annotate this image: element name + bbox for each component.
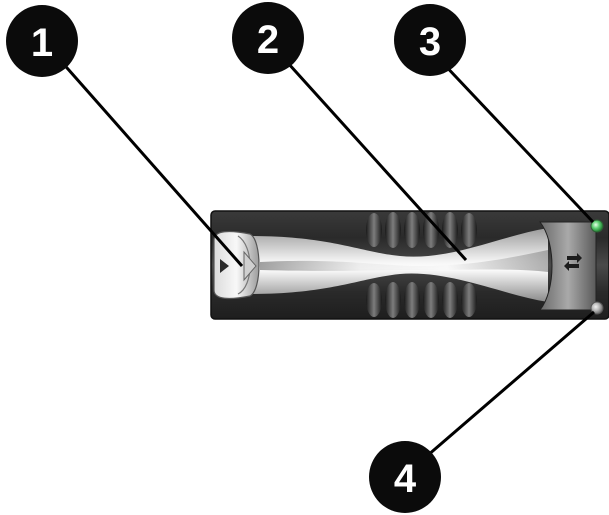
callout-2: 2 (232, 2, 304, 74)
leader-line-3 (438, 58, 595, 224)
callout-3: 3 (394, 4, 466, 76)
triangle-right-icon (220, 259, 229, 273)
vent-slot (423, 212, 439, 248)
leader-line-1 (58, 59, 244, 267)
leader-line-4 (419, 310, 595, 464)
vent-slot (442, 282, 458, 318)
callout-badge (394, 4, 466, 76)
callout-number: 2 (257, 18, 279, 62)
callout-badge (6, 5, 78, 77)
activity-led (590, 301, 604, 315)
bezel-swoosh (250, 228, 548, 302)
leader-line-2 (276, 50, 468, 262)
callout-number: 4 (394, 457, 417, 501)
vent-slot (366, 283, 382, 317)
callout-number: 1 (31, 21, 53, 65)
callout-4: 4 (369, 441, 441, 513)
vent-slot (461, 213, 477, 247)
vent-slot (385, 212, 401, 248)
power-led (590, 219, 604, 233)
callout-1: 1 (6, 5, 78, 77)
vent-slot (404, 212, 420, 248)
vent-slot (461, 283, 477, 317)
bezel-swoosh-highlight (260, 250, 548, 272)
callout-number: 3 (419, 20, 441, 64)
swap-arrows-icon (564, 253, 582, 271)
upper-vent-slots (366, 212, 477, 248)
callout-badge (369, 441, 441, 513)
callout-badge (232, 2, 304, 74)
vent-slot (423, 282, 439, 318)
vent-slot (404, 282, 420, 318)
drive-bezel (210, 210, 609, 320)
vent-slot (366, 213, 382, 247)
lower-vent-slots (366, 282, 477, 318)
vent-slot (385, 282, 401, 318)
